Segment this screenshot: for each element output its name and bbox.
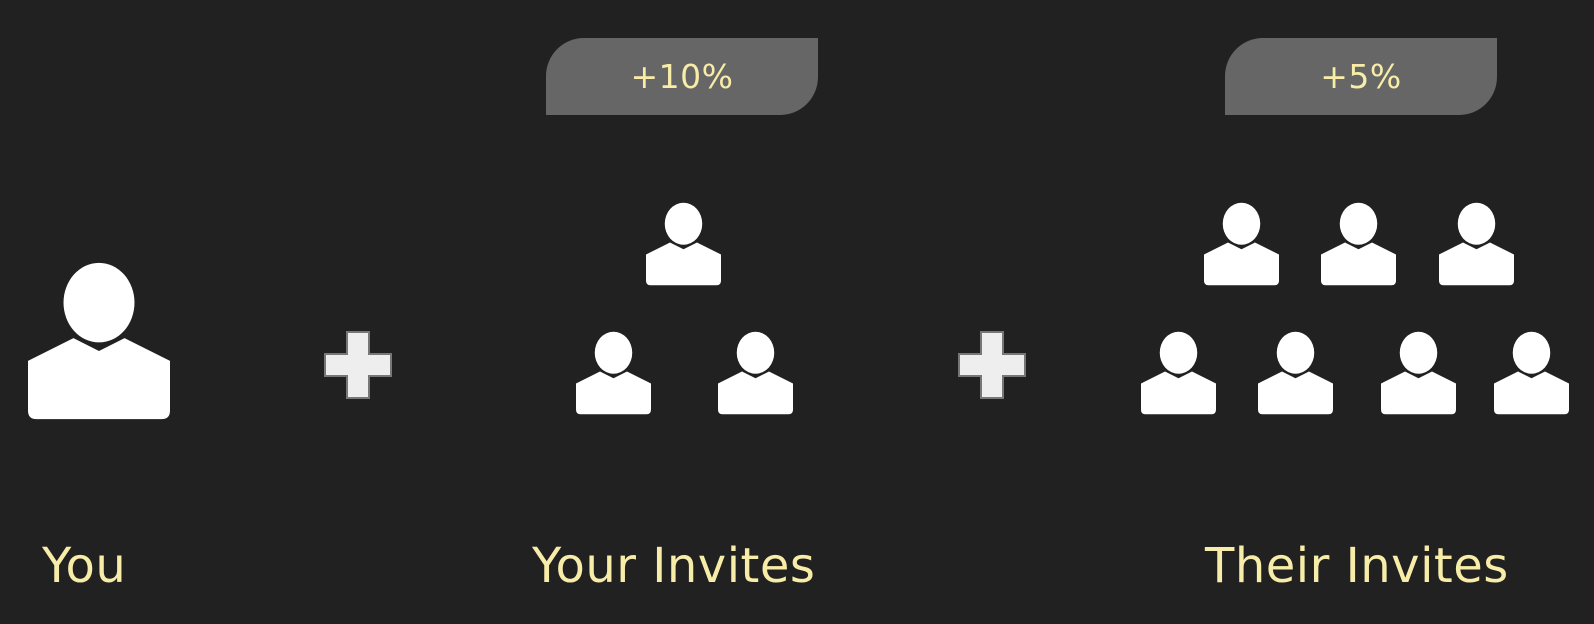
your-invites-bonus-text: +10% [630,57,734,96]
your-invite-person-icon [718,331,793,415]
your-invite-person-icon [646,202,721,286]
your-invites-label: Your Invites [532,538,816,594]
their-invite-person-icon [1204,202,1279,286]
you-label: You [42,538,127,594]
you-person-icon [28,262,170,420]
their-invite-person-icon [1258,331,1333,415]
their-invites-bonus-badge: +5% [1225,38,1497,115]
their-invites-label: Their Invites [1205,538,1509,594]
their-invite-person-icon [1439,202,1514,286]
their-invite-person-icon [1381,331,1456,415]
plus-icon [323,330,393,400]
their-invite-person-icon [1321,202,1396,286]
their-invites-bonus-text: +5% [1320,57,1402,96]
their-invite-person-icon [1494,331,1569,415]
your-invites-bonus-badge: +10% [546,38,818,115]
your-invite-person-icon [576,331,651,415]
their-invite-person-icon [1141,331,1216,415]
plus-icon [957,330,1027,400]
